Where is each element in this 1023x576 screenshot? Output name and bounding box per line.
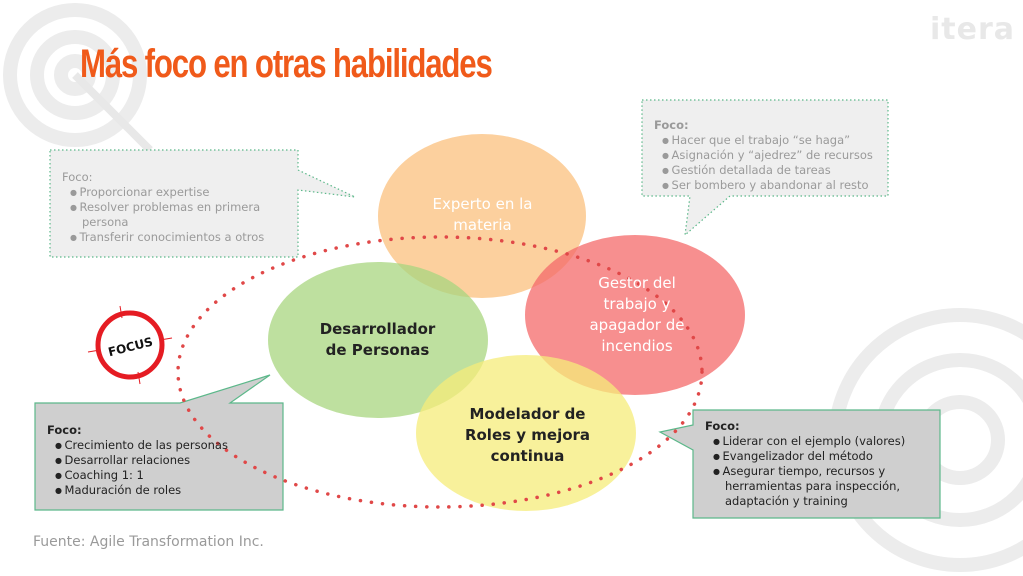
list-item: Coaching 1: 1 [47,468,273,483]
label-gestor: Gestor del trabajo y apagador de incendi… [589,274,685,355]
list-item: Crecimiento de las personas [47,438,273,453]
label-modelador: Modelador de Roles y mejora continua [464,404,591,465]
focus-stamp-icon: FOCUS [87,305,173,385]
focus-dotted-ring [176,235,704,509]
circle-experto [378,134,586,298]
callout-heading: Foco: [47,423,82,437]
callout-top-right: Foco: Hacer que el trabajo “se haga”Asig… [642,108,892,203]
callout-bottom-left: Foco: Crecimiento de las personasDesarro… [35,413,285,508]
circle-desarrollador [268,262,488,418]
page-title: Más foco en otras habilidades [80,42,493,86]
callout-bottom-right: Foco: Liderar con el ejemplo (valores)Ev… [693,413,940,519]
list-item: Asignación y “ajedrez” de recursos [654,148,880,163]
list-item: Resolver problemas en primera persona [62,200,288,230]
callout-heading: Foco: [62,170,93,184]
list-item: Asegurar tiempo, recursos y herramientas… [705,464,928,509]
callout-top-left: Foco: Proporcionar expertiseResolver pro… [50,160,300,255]
callout-heading: Foco: [654,118,689,132]
itera-logo: itera [930,12,1016,47]
circle-modelador [416,355,636,511]
list-item: Hacer que el trabajo “se haga” [654,133,880,148]
list-item: Evangelizador del método [705,449,928,464]
label-desarrollador: Desarrollador de Personas [319,320,436,359]
list-item: Liderar con el ejemplo (valores) [705,434,928,449]
list-item: Proporcionar expertise [62,185,288,200]
label-experto: Experto en la materia [432,195,533,234]
callout-heading: Foco: [705,419,740,433]
list-item: Transferir conocimientos a otros [62,230,288,245]
source-citation: Fuente: Agile Transformation Inc. [33,534,264,550]
list-item: Desarrollar relaciones [47,453,273,468]
circle-gestor [525,235,745,395]
list-item: Maduración de roles [47,483,273,498]
list-item: Gestión detallada de tareas [654,163,880,178]
list-item: Ser bombero y abandonar al resto [654,178,880,193]
